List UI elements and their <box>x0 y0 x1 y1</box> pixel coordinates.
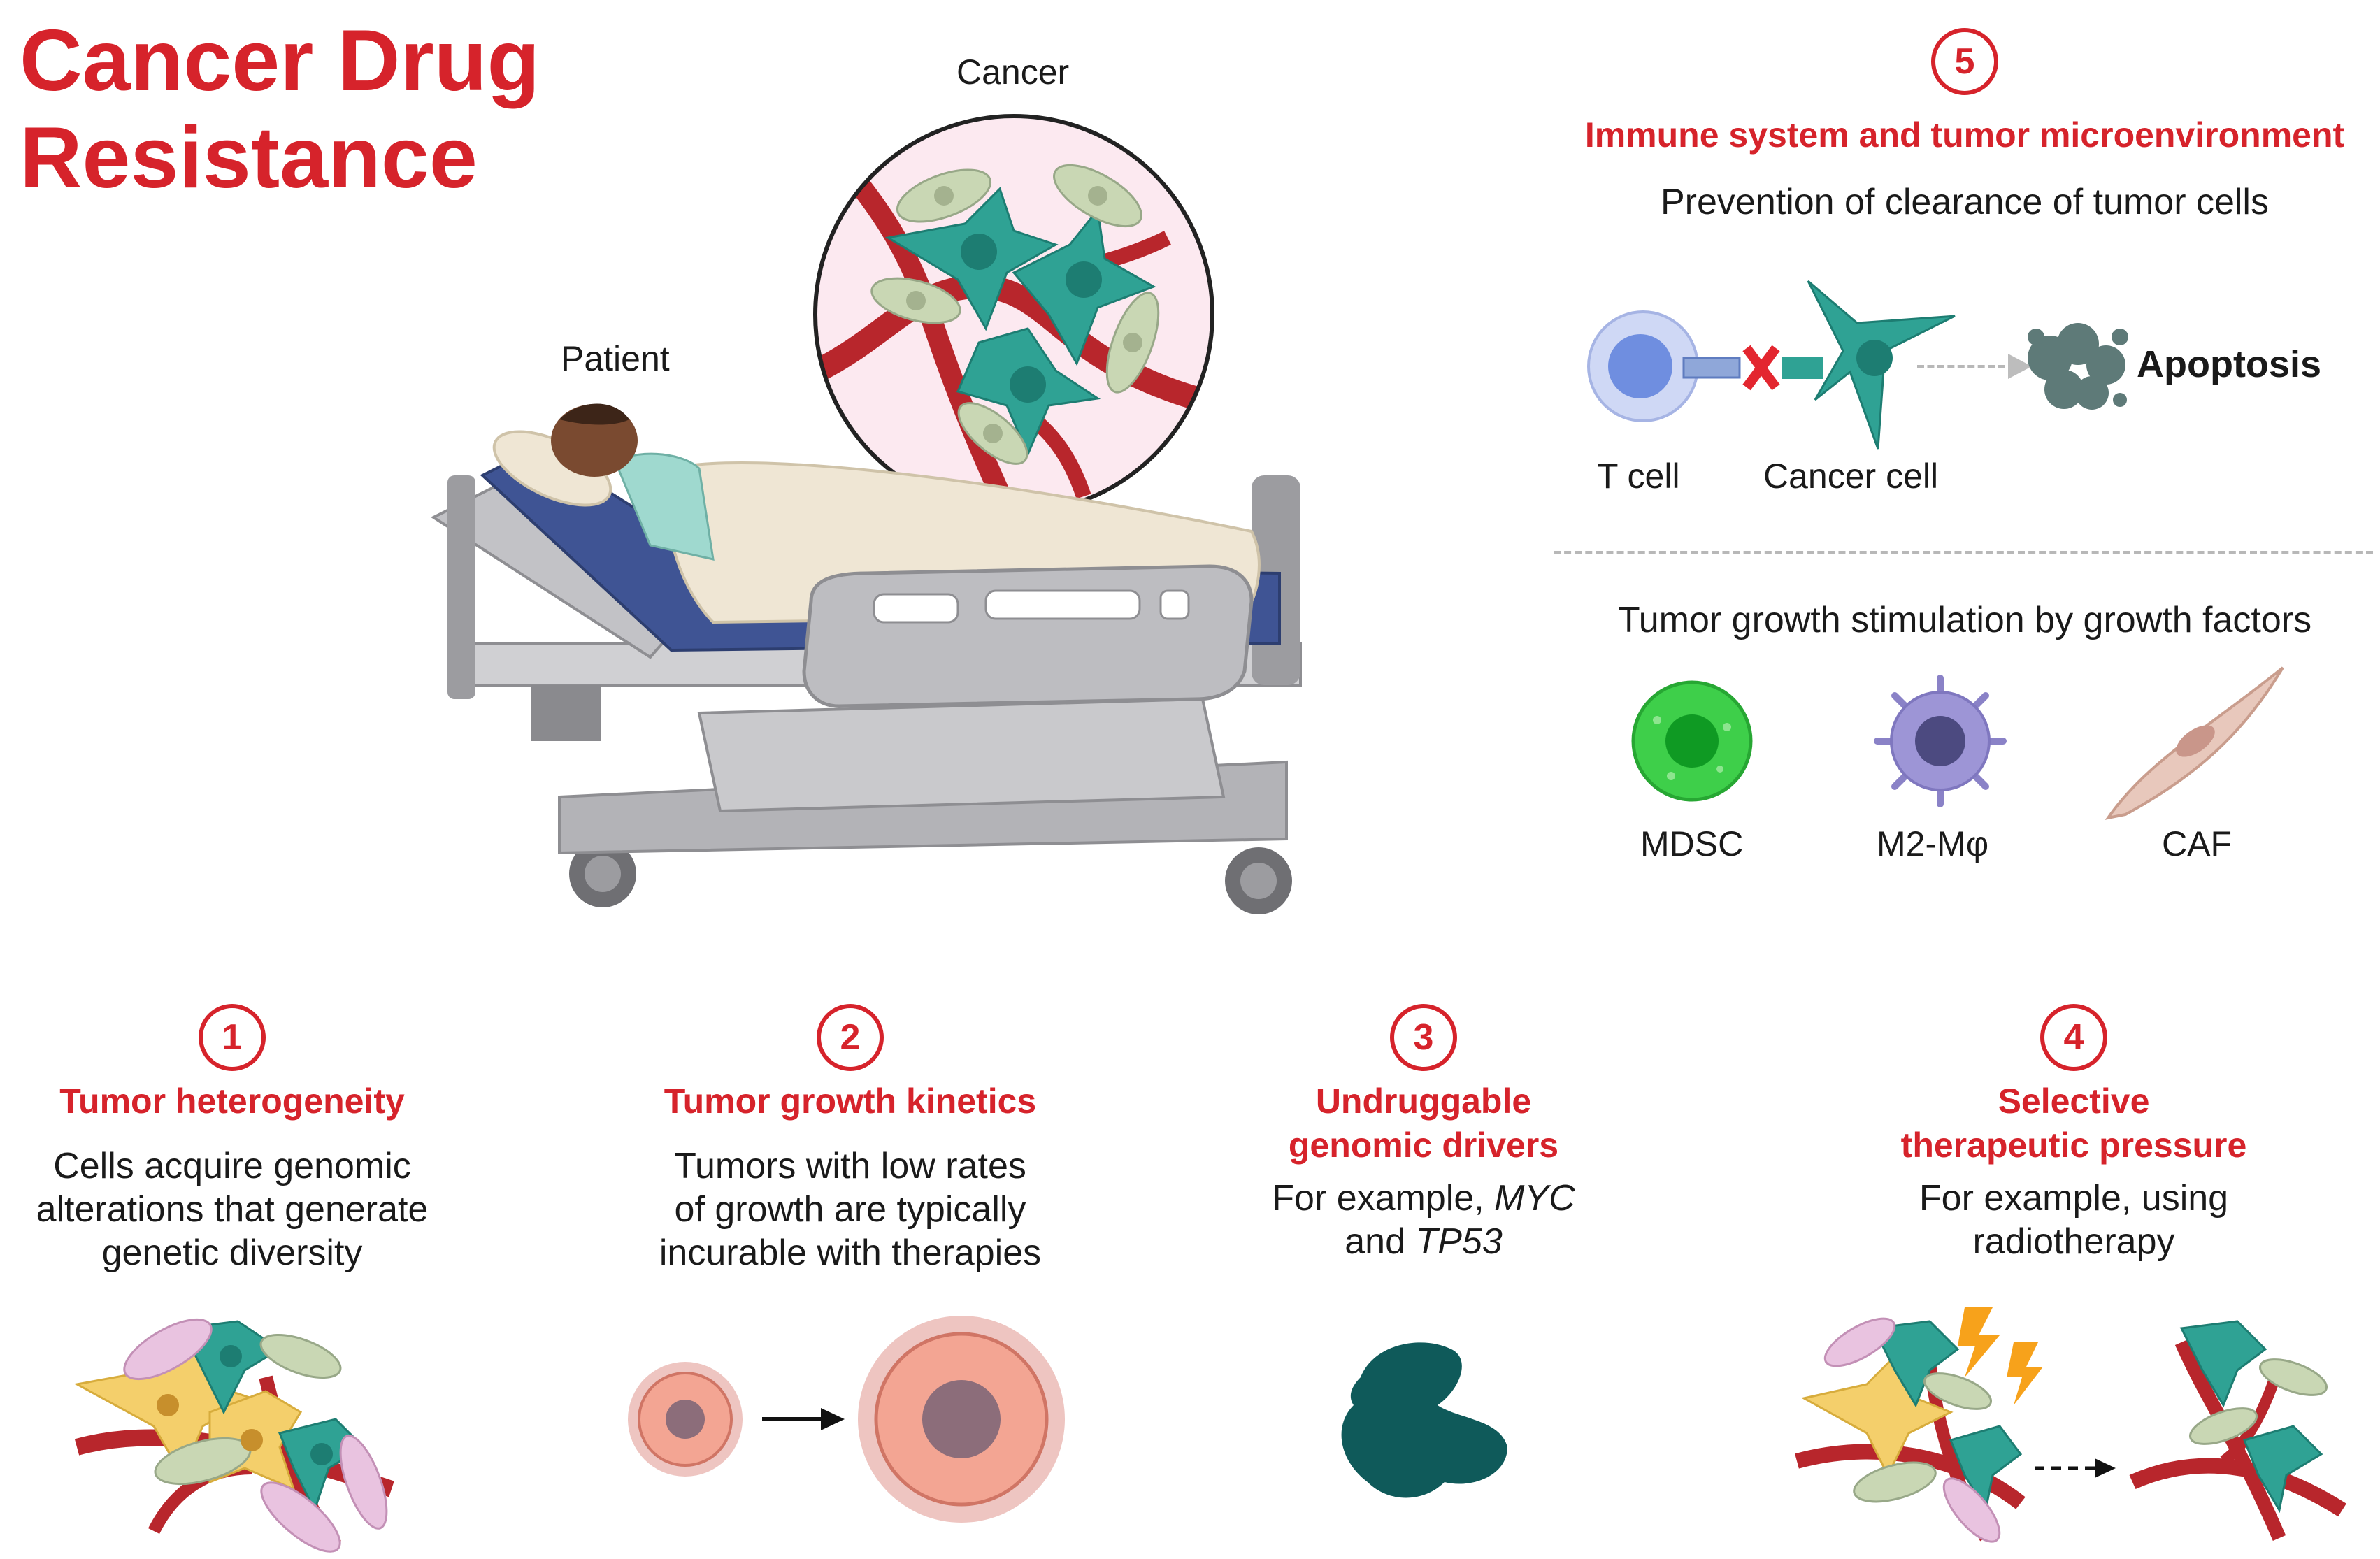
cancer-label: Cancer <box>956 52 1070 92</box>
myc-gene: MYC <box>1494 1178 1575 1219</box>
m2-macrophage-label: M2-Mφ <box>1877 824 1989 863</box>
heterogeneous-cells-illustration <box>73 1318 394 1553</box>
section-2-body-line: incurable with therapies <box>659 1233 1042 1274</box>
section-1-body-line: Cells acquire genomic <box>53 1145 411 1186</box>
growth-stimulation-text: Tumor growth stimulation by growth facto… <box>1617 600 2312 640</box>
blocked-interaction-icon <box>1682 345 1823 391</box>
apoptosis-label: Apoptosis <box>2137 343 2321 385</box>
undruggable-protein-icon <box>1341 1342 1507 1498</box>
page-title: Cancer Drug Resistance <box>20 13 540 207</box>
section-2-number: 2 <box>817 1004 884 1071</box>
section-3-heading: Undruggable <box>1315 1082 1532 1121</box>
m2-macrophage-icon <box>1874 675 2007 807</box>
caf-icon <box>2105 666 2284 820</box>
cancer-cell-label: Cancer cell <box>1763 457 1939 496</box>
cancer-zoom-illustration <box>813 114 1214 515</box>
apoptosis-icon <box>2028 323 2128 410</box>
section-2-heading: Tumor growth kinetics <box>664 1082 1037 1121</box>
section-5-heading: Immune system and tumor microenvironment <box>1584 115 2345 155</box>
section-2-body-line: of growth are typically <box>674 1188 1026 1230</box>
section-2-body-line: Tumors with low rates <box>674 1145 1026 1186</box>
section-3-heading-line-2: genomic drivers <box>1288 1125 1559 1165</box>
section-5-subtext: Prevention of clearance of tumor cells <box>1661 182 2269 222</box>
section-3-body-line-1: For example, MYC <box>1272 1177 1575 1220</box>
section-4-body-line: For example, using <box>1919 1178 2229 1219</box>
section-4-number: 4 <box>2040 1004 2107 1071</box>
section-4: 4 Selective therapeutic pressure For exa… <box>1808 1004 2339 1264</box>
section-4-body-line: radiotherapy <box>1972 1221 2175 1263</box>
patient-bed-illustration <box>430 403 1302 914</box>
section-2: 2 Tumor growth kinetics Tumors with low … <box>585 1004 1116 1275</box>
section-1-heading: Tumor heterogeneity <box>59 1082 405 1121</box>
tumor-growth-illustration <box>628 1316 1065 1523</box>
section-3-body: For example, MYC and TP53 <box>1272 1177 1575 1264</box>
section-2-body: Tumors with low rates of growth are typi… <box>659 1144 1041 1275</box>
section-3-body-text: and <box>1345 1221 1416 1263</box>
caf-label: CAF <box>2162 824 2232 863</box>
mdsc-icon <box>1631 680 1753 802</box>
therapeutic-pressure-illustration <box>1795 1307 2346 1543</box>
arrow-head-icon <box>2008 354 2032 379</box>
title-line-2: Resistance <box>20 109 478 206</box>
section-5-number: 5 <box>1931 28 1998 95</box>
section-1-body: Cells acquire genomic alterations that g… <box>36 1144 429 1275</box>
section-3: 3 Undruggable genomic drivers For exampl… <box>1158 1004 1689 1264</box>
title-line-1: Cancer Drug <box>20 13 540 109</box>
section-4-body: For example, using radiotherapy <box>1919 1177 2228 1264</box>
section-1-body-line: alterations that generate <box>36 1188 429 1230</box>
section-3-body-text: For example, <box>1272 1178 1495 1219</box>
section-1-body-line: genetic diversity <box>101 1233 363 1274</box>
cancer-cell-icon <box>1807 280 1956 450</box>
tp53-gene: TP53 <box>1415 1221 1503 1263</box>
section-5-divider <box>1554 551 2373 554</box>
section-4-heading: Selective <box>1998 1082 2150 1121</box>
section-1: 1 Tumor heterogeneity Cells acquire geno… <box>0 1004 498 1275</box>
mdsc-label: MDSC <box>1640 824 1744 863</box>
section-4-heading-line-2: therapeutic pressure <box>1900 1125 2247 1165</box>
t-cell-icon <box>1587 310 1699 422</box>
section-1-number: 1 <box>199 1004 266 1071</box>
t-cell-label: T cell <box>1597 457 1680 496</box>
section-3-body-line-2: and TP53 <box>1272 1220 1575 1263</box>
apoptosis-dashed-arrow <box>1917 365 2015 368</box>
patient-label: Patient <box>561 339 670 378</box>
section-3-number: 3 <box>1390 1004 1457 1071</box>
